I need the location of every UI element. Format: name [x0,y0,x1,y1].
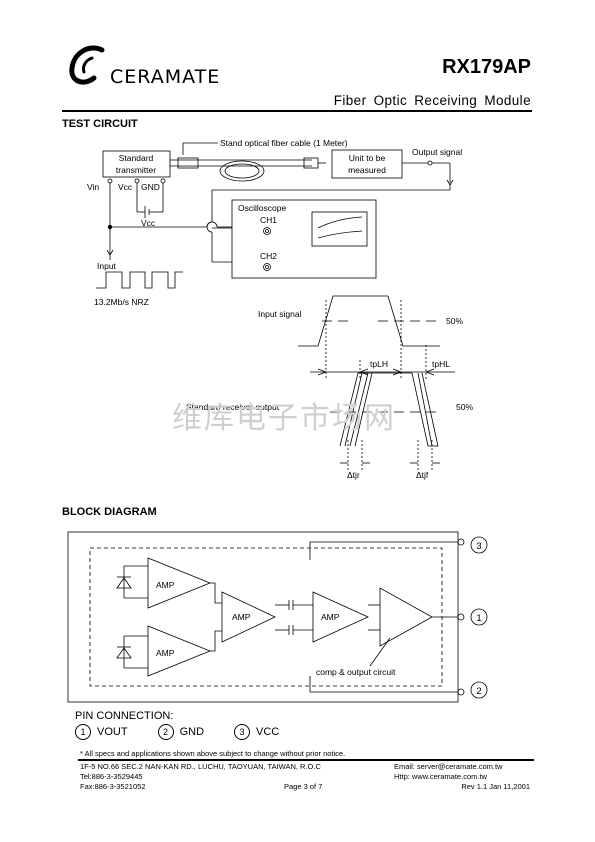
pin-number: 1 [75,724,91,740]
ceramate-logo-icon [69,45,105,85]
pin-connection-title: PIN CONNECTION: [75,710,174,722]
watermark-text: 维库电子市场网 [172,401,396,436]
input-signal-label: Input signal [258,309,302,319]
footer-revision: Rev 1.1 Jan 11,2001 [461,782,530,791]
footer-contact: 1F-5 NO.66 SEC.2 NAN-KAN RD., LUCHU, TAO… [80,762,321,792]
amp-label-1: AMP [156,580,175,590]
transmitter-label-1: Standard [119,153,154,163]
footer-address: 1F-5 NO.66 SEC.2 NAN-KAN RD., LUCHU, TAO… [80,762,321,771]
transmitter-label-2: transmitter [116,165,156,175]
amp-label-2: AMP [156,648,175,658]
receiver-output-label: Standard receiver output [186,402,280,412]
footer-fax: Fax:886-3-3521052 [80,782,146,791]
footer-email: Email: server@ceramate.com.tw [394,762,503,771]
fifty-percent-label-1: 50% [446,316,463,326]
input-label: Input [97,261,117,271]
part-number: RX179AP [442,56,531,78]
brand-name: CERAMATE [110,66,221,88]
tplh-label: tpLH [370,359,388,369]
ch1-label: CH1 [260,215,277,225]
nrz-label: 13.2Mb/s NRZ [94,297,149,307]
pin2-number: 2 [476,686,481,697]
footer-tel: Tel:886-3-3529445 [80,772,143,781]
footer-http: Http: www.ceramate.com.tw [394,772,487,781]
test-circuit-title: TEST CIRCUIT [62,118,138,130]
disclaimer: * All specs and applications shown above… [80,749,346,758]
document-subtitle: Fiber Optic Receiving Module [333,93,531,108]
pin1-number: 1 [476,613,481,624]
uut-label-2: measured [348,165,386,175]
block-diagram-title: BLOCK DIAGRAM [62,506,157,518]
page-number: Page 3 of 7 [284,782,323,791]
amp-label-4: AMP [321,612,340,622]
ch2-label: CH2 [260,251,277,261]
pin-number: 3 [234,724,251,740]
delta-tjf-label: Δtjf [416,470,429,480]
footer-rule [78,759,534,761]
output-signal-label: Output signal [412,147,462,157]
pin-name: VOUT [97,726,128,738]
pin-connection: PIN CONNECTION: 1 VOUT 2 GND 3 VCC [75,710,279,740]
comp-output-label: comp & output circuit [316,667,396,677]
vcc-label: Vcc [141,218,156,228]
pin-number: 2 [157,724,174,740]
block-diagram: AMP AMP AMP AMP comp & output circuit 3 … [67,531,488,703]
pin-gnd-label: GND [141,182,160,192]
fifty-percent-label-2: 50% [456,402,473,412]
oscilloscope-label: Oscilloscope [238,203,286,213]
delta-tjr-label: Δtjr [347,470,360,480]
uut-label-1: Unit to be [349,153,386,163]
test-circuit-diagram: Stand optical fiber cable (1 Meter) Stan… [87,138,473,480]
cable-label: Stand optical fiber cable (1 Meter) [220,138,348,148]
header-rule [62,110,532,112]
pin-vin-label: Vin [87,182,99,192]
pin3-number: 3 [476,541,481,552]
amp-label-3: AMP [232,612,251,622]
pin-list: 1 VOUT 2 GND 3 VCC [75,724,279,740]
pin-name: VCC [256,726,280,738]
pin-vcc-label: Vcc [118,182,133,192]
tphl-label: tpHL [432,359,450,369]
pin-name: GND [179,726,205,738]
footer-web: Email: server@ceramate.com.tw Http: www.… [394,762,530,792]
